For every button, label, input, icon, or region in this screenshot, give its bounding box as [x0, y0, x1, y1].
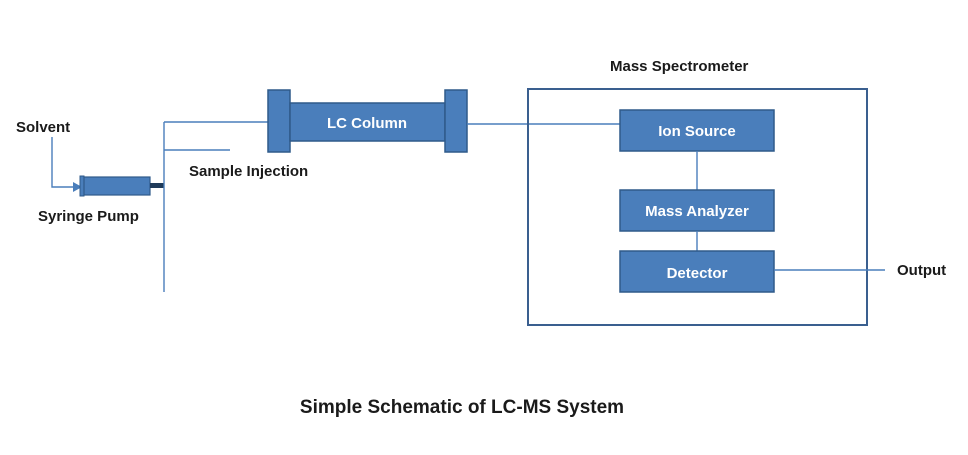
solvent-feed-line: [51, 137, 80, 188]
output-label: Output: [897, 262, 946, 279]
diagram-caption: Simple Schematic of LC-MS System: [300, 397, 624, 418]
lc-column-left-cap: [267, 89, 291, 153]
detector-label: Detector: [667, 265, 728, 282]
detector-box: [619, 250, 775, 293]
lc-column-right-cap: [444, 89, 468, 153]
lc-column-label: LC Column: [327, 115, 407, 132]
solvent-label: Solvent: [16, 119, 70, 136]
lc-column-body: [289, 102, 446, 142]
syringe-pump-label: Syringe Pump: [38, 208, 139, 225]
mass-spectrometer-label: Mass Spectrometer: [610, 58, 749, 75]
ion-source-label: Ion Source: [658, 123, 736, 140]
syringe-pump-plunger: [150, 183, 164, 188]
mass-spectrometer-frame: [527, 88, 868, 326]
syringe-pump-barrel: [83, 176, 151, 196]
sample-injection-label: Sample Injection: [189, 163, 308, 180]
mass-analyzer-label: Mass Analyzer: [645, 203, 749, 220]
solvent-arrow-icon: [73, 182, 82, 192]
